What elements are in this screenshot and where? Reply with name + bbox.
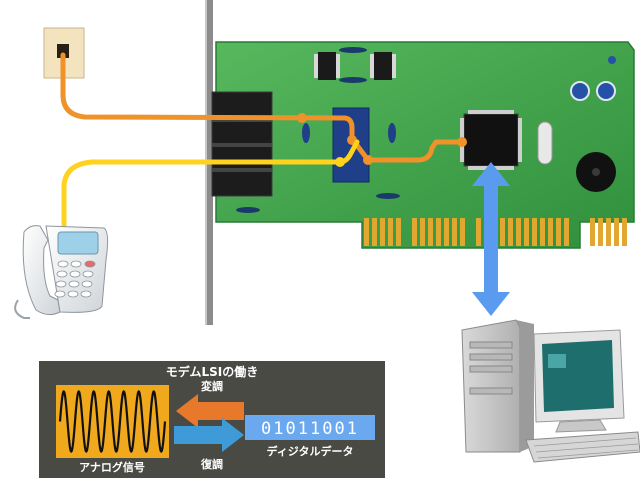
demodulation-arrow [174, 418, 244, 452]
modem-lsi-function-panel: モデムLSIの働き アナログ信号 変調 復調 01011001 ディジタルデータ [39, 361, 385, 478]
data-bus-arrow [472, 162, 510, 316]
modulation-label: 変調 [201, 379, 223, 393]
panel-title: モデムLSIの働き [166, 364, 259, 379]
handset-line-wire [61, 139, 360, 228]
modulation-arrow [176, 394, 244, 428]
capacitors [570, 56, 616, 101]
modem-board [211, 41, 635, 249]
analog-signal-box [56, 385, 169, 458]
digital-data-box: 01011001 [245, 415, 375, 440]
sine-wave-icon [58, 389, 167, 454]
keyboard-icon [525, 431, 640, 463]
telephone-icon [14, 225, 109, 319]
small-ic-right [370, 52, 396, 80]
digital-data-label: ディジタルデータ [266, 444, 353, 458]
phone-line-wire [60, 52, 355, 143]
digital-data-value: 01011001 [261, 419, 359, 439]
crt-monitor-icon [533, 329, 625, 433]
analog-signal-label: アナログ信号 [79, 460, 145, 474]
crystal-oscillator [537, 121, 553, 165]
rj-jack-block [211, 91, 273, 197]
desktop-pc-icon [461, 319, 534, 453]
modem-lsi-chip [460, 110, 522, 170]
small-ic-left [314, 52, 340, 80]
demodulation-label: 復調 [200, 457, 223, 471]
